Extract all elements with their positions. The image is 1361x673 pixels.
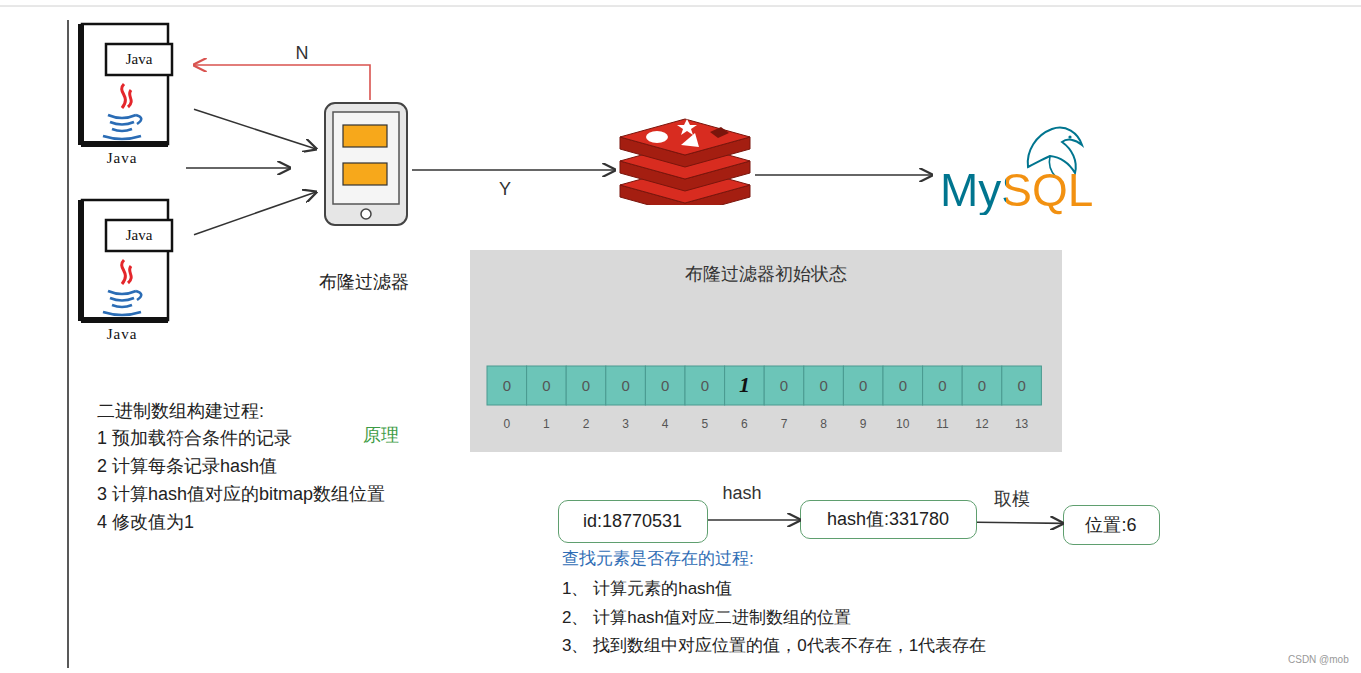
bloom-filter-device: 布隆过滤器 (316, 100, 412, 295)
build-step: 2 计算每条记录hash值 (97, 454, 277, 478)
java-tag: Java (106, 44, 172, 75)
node-outline (76, 20, 194, 170)
java-caption: Java (76, 148, 168, 168)
redis-cache (615, 105, 755, 205)
build-step: 二进制数组构建过程: (97, 399, 264, 423)
node-outline (316, 100, 412, 295)
edge-label: Y (499, 179, 511, 200)
flow-arrow (194, 109, 316, 149)
flow-arrow (755, 174, 932, 176)
edge-label: N (296, 43, 309, 64)
lookup-step: 2、 计算hash值对应二进制数组的位置 (562, 606, 851, 629)
build-step: 1 预加载符合条件的记录 (97, 426, 292, 450)
process-box: hash值:331780 (800, 500, 977, 539)
lookup-step: 1、 计算元素的hash值 (562, 577, 732, 600)
box-text: 位置:6 (1064, 506, 1158, 543)
flow-arrow (977, 522, 1063, 523)
mysql-database: MySQL (932, 115, 1092, 215)
box-text: hash值:331780 (801, 501, 975, 537)
java-client: JavaJava (76, 196, 194, 346)
watermark: CSDN @mob (1288, 654, 1349, 665)
process-box: 位置:6 (1063, 505, 1160, 545)
bitmap-panel: 布隆过滤器初始状态 (470, 250, 1062, 452)
request-arrow (186, 167, 290, 169)
panel-title: 布隆过滤器初始状态 (470, 262, 1062, 286)
edge-label: 取模 (994, 487, 1030, 511)
flow-arrow (412, 169, 615, 171)
bit-array (487, 366, 1041, 405)
principle-note: 原理 (363, 423, 399, 447)
java-caption: Java (76, 324, 168, 344)
mysql-logo-text: MySQL (940, 165, 1093, 215)
java-client: JavaJava (76, 20, 194, 170)
lookup-heading: 查找元素是否存在的过程: (562, 547, 754, 570)
lookup-step: 3、 找到数组中对应位置的值，0代表不存在，1代表存在 (562, 634, 986, 657)
edge-label: hash (722, 483, 761, 504)
top-rule (0, 6, 1361, 7)
flow-arrow (194, 192, 316, 235)
build-step: 3 计算hash值对应的bitmap数组位置 (97, 482, 385, 506)
flow-arrow (194, 65, 370, 100)
device-caption: 布隆过滤器 (316, 270, 412, 294)
process-box: id:18770531 (558, 500, 708, 543)
build-step: 4 修改值为1 (97, 510, 194, 534)
box-text: id:18770531 (559, 501, 706, 541)
flow-arrow (708, 519, 800, 521)
java-tag: Java (106, 220, 172, 251)
node-outline (76, 196, 194, 346)
node-outline (615, 105, 755, 205)
left-rule (67, 20, 69, 668)
